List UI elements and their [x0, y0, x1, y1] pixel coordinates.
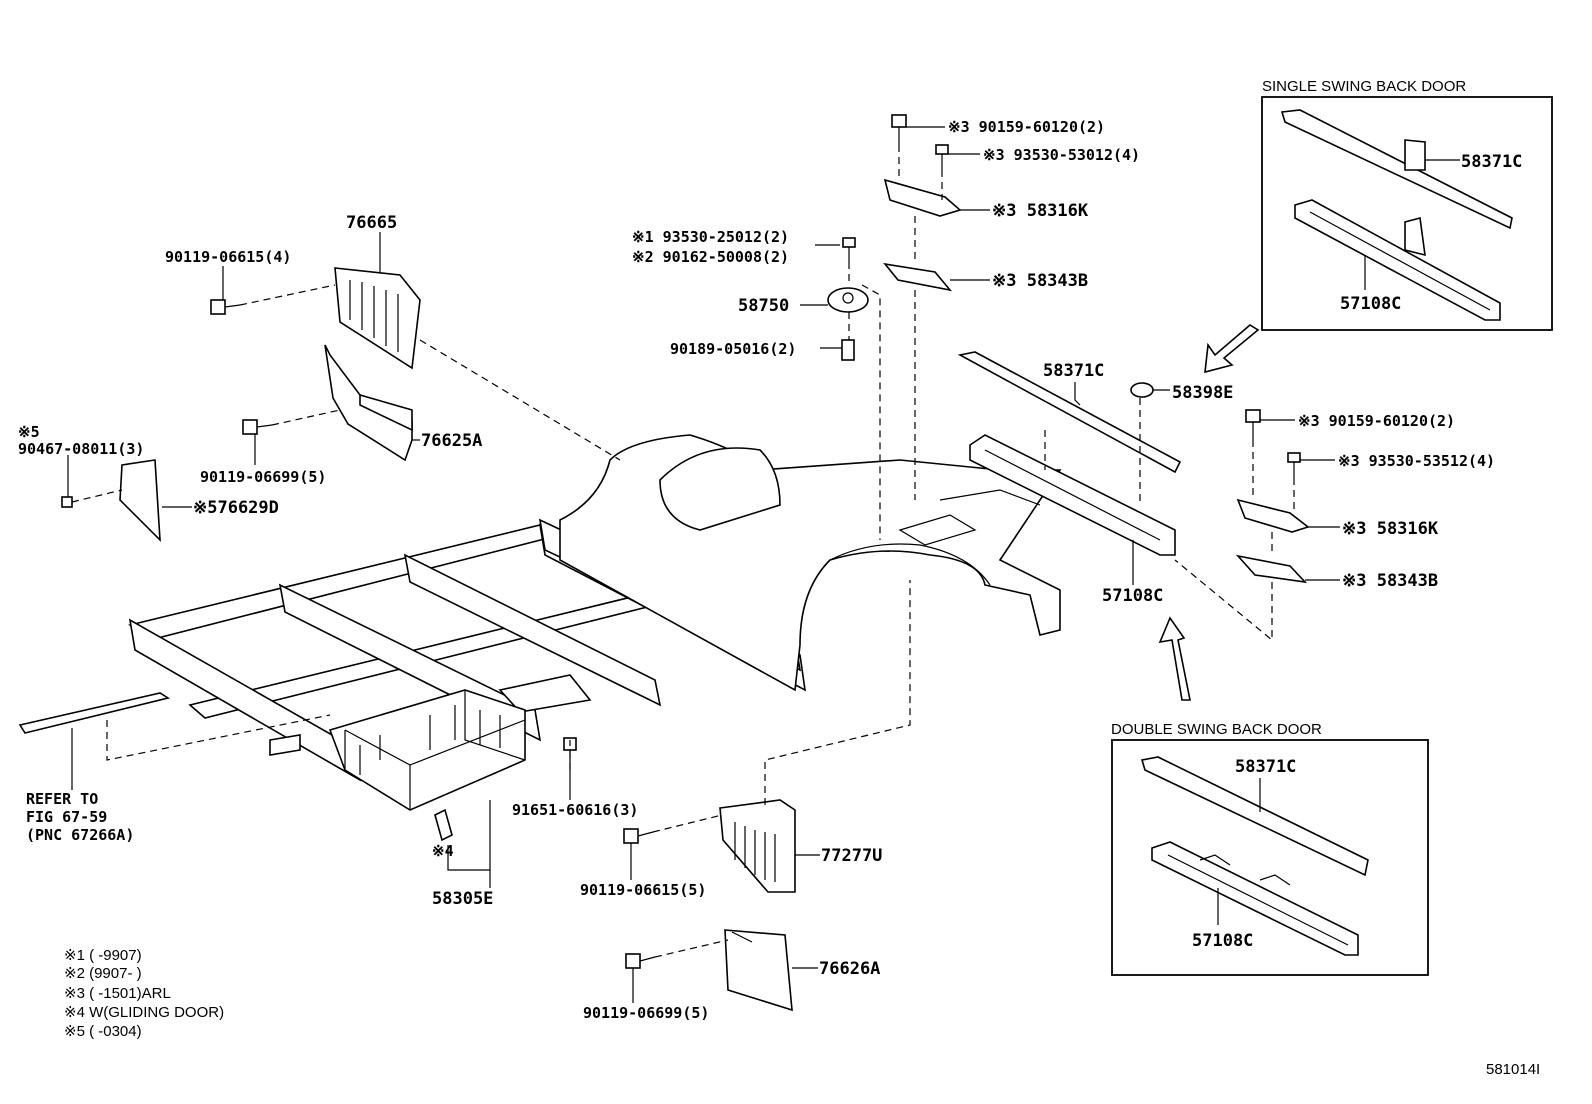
part-labels: SINGLE SWING BACK DOOR 58371C 57108C DOU… — [18, 78, 1540, 1078]
label-single-57108C: 57108C — [1340, 294, 1401, 314]
plate-58316K-upper — [883, 178, 962, 217]
cap-58398E — [1130, 382, 1154, 398]
inset-double-swing — [1111, 739, 1429, 976]
footnote-5: ※5 ( -0304) — [64, 1023, 142, 1040]
plug-58750 — [827, 287, 869, 313]
mud-guard-77277U — [719, 799, 796, 893]
label-90189-05016: 90189-05016(2) — [670, 340, 796, 358]
label-91651-60616: 91651-60616(3) — [512, 801, 638, 819]
label-76625A: 76625A — [421, 431, 482, 451]
mud-flap-76625A — [324, 344, 413, 462]
label-90119-06615-5: 90119-06615(5) — [580, 881, 706, 899]
leader-lines — [67, 126, 1340, 1003]
inset-single-swing — [1261, 96, 1553, 331]
label-76665: 76665 — [346, 213, 397, 233]
label-58398E: 58398E — [1172, 383, 1233, 403]
footnote-3: ※3 ( -1501)ARL — [64, 985, 171, 1002]
label-93530-53512: ※3 93530-53512(4) — [1338, 452, 1495, 470]
label-refer-2: FIG 67-59 — [26, 808, 107, 826]
label-90467-08011: 90467-08011(3) — [18, 440, 144, 458]
label-58343B-upper: ※3 58343B — [992, 271, 1088, 291]
rear-side-member-57108C — [957, 351, 1182, 556]
plate-58343B-lower — [1235, 554, 1308, 584]
label-58750: 58750 — [738, 296, 789, 316]
label-90119-06699-5b: 90119-06699(5) — [583, 1004, 709, 1022]
plate-58316K-lower — [1236, 498, 1310, 533]
label-refer-1: REFER TO — [26, 790, 98, 808]
label-note5-mark: ※5 — [18, 423, 40, 441]
label-refer-3: (PNC 67266A) — [26, 826, 134, 844]
label-76626A: 76626A — [819, 959, 880, 979]
mud-guard-76665 — [334, 267, 421, 370]
label-90159-60120-lower: ※3 90159-60120(2) — [1298, 412, 1455, 430]
label-58343B-lower: ※3 58343B — [1342, 571, 1438, 591]
inset-double-title: DOUBLE SWING BACK DOOR — [1111, 721, 1322, 738]
footnote-1: ※1 ( -9907) — [64, 947, 142, 964]
label-note4-mark: ※4 — [432, 842, 454, 860]
footnote-2: ※2 (9907- ) — [64, 965, 142, 982]
label-57108C: 57108C — [1102, 586, 1163, 606]
label-90162-50008: ※2 90162-50008(2) — [632, 248, 789, 266]
label-double-57108C: 57108C — [1192, 931, 1253, 951]
label-58371C: 58371C — [1043, 361, 1104, 381]
label-double-58371C: 58371C — [1235, 757, 1296, 777]
figure-id: 581014I — [1486, 1061, 1540, 1078]
inset-single-title: SINGLE SWING BACK DOOR — [1262, 78, 1466, 95]
label-76629D: ※576629D — [193, 498, 279, 518]
label-90119-06699-5a: 90119-06699(5) — [200, 468, 326, 486]
footnotes: ※1 ( -9907) ※2 (9907- ) ※3 ( -1501)ARL ※… — [64, 947, 224, 1040]
label-58316K-upper: ※3 58316K — [992, 201, 1089, 221]
arrows — [1158, 324, 1260, 701]
label-90119-06615-4: 90119-06615(4) — [165, 248, 291, 266]
footnote-4: ※4 W(GLIDING DOOR) — [64, 1004, 224, 1021]
label-58305E: 58305E — [432, 889, 493, 909]
label-90159-60120-upper: ※3 90159-60120(2) — [948, 118, 1105, 136]
label-93530-25012: ※1 93530-25012(2) — [632, 228, 789, 246]
label-77277U: 77277U — [821, 846, 882, 866]
mud-flap-76629D — [119, 459, 161, 543]
label-58316K-lower: ※3 58316K — [1342, 519, 1439, 539]
plate-58343B-upper — [883, 262, 953, 292]
label-93530-53012: ※3 93530-53012(4) — [983, 146, 1140, 164]
floor-frame-assembly — [18, 434, 1062, 842]
label-single-58371C: 58371C — [1461, 152, 1522, 172]
assembly-lines — [71, 145, 1295, 958]
mud-flap-76626A — [724, 929, 793, 1012]
